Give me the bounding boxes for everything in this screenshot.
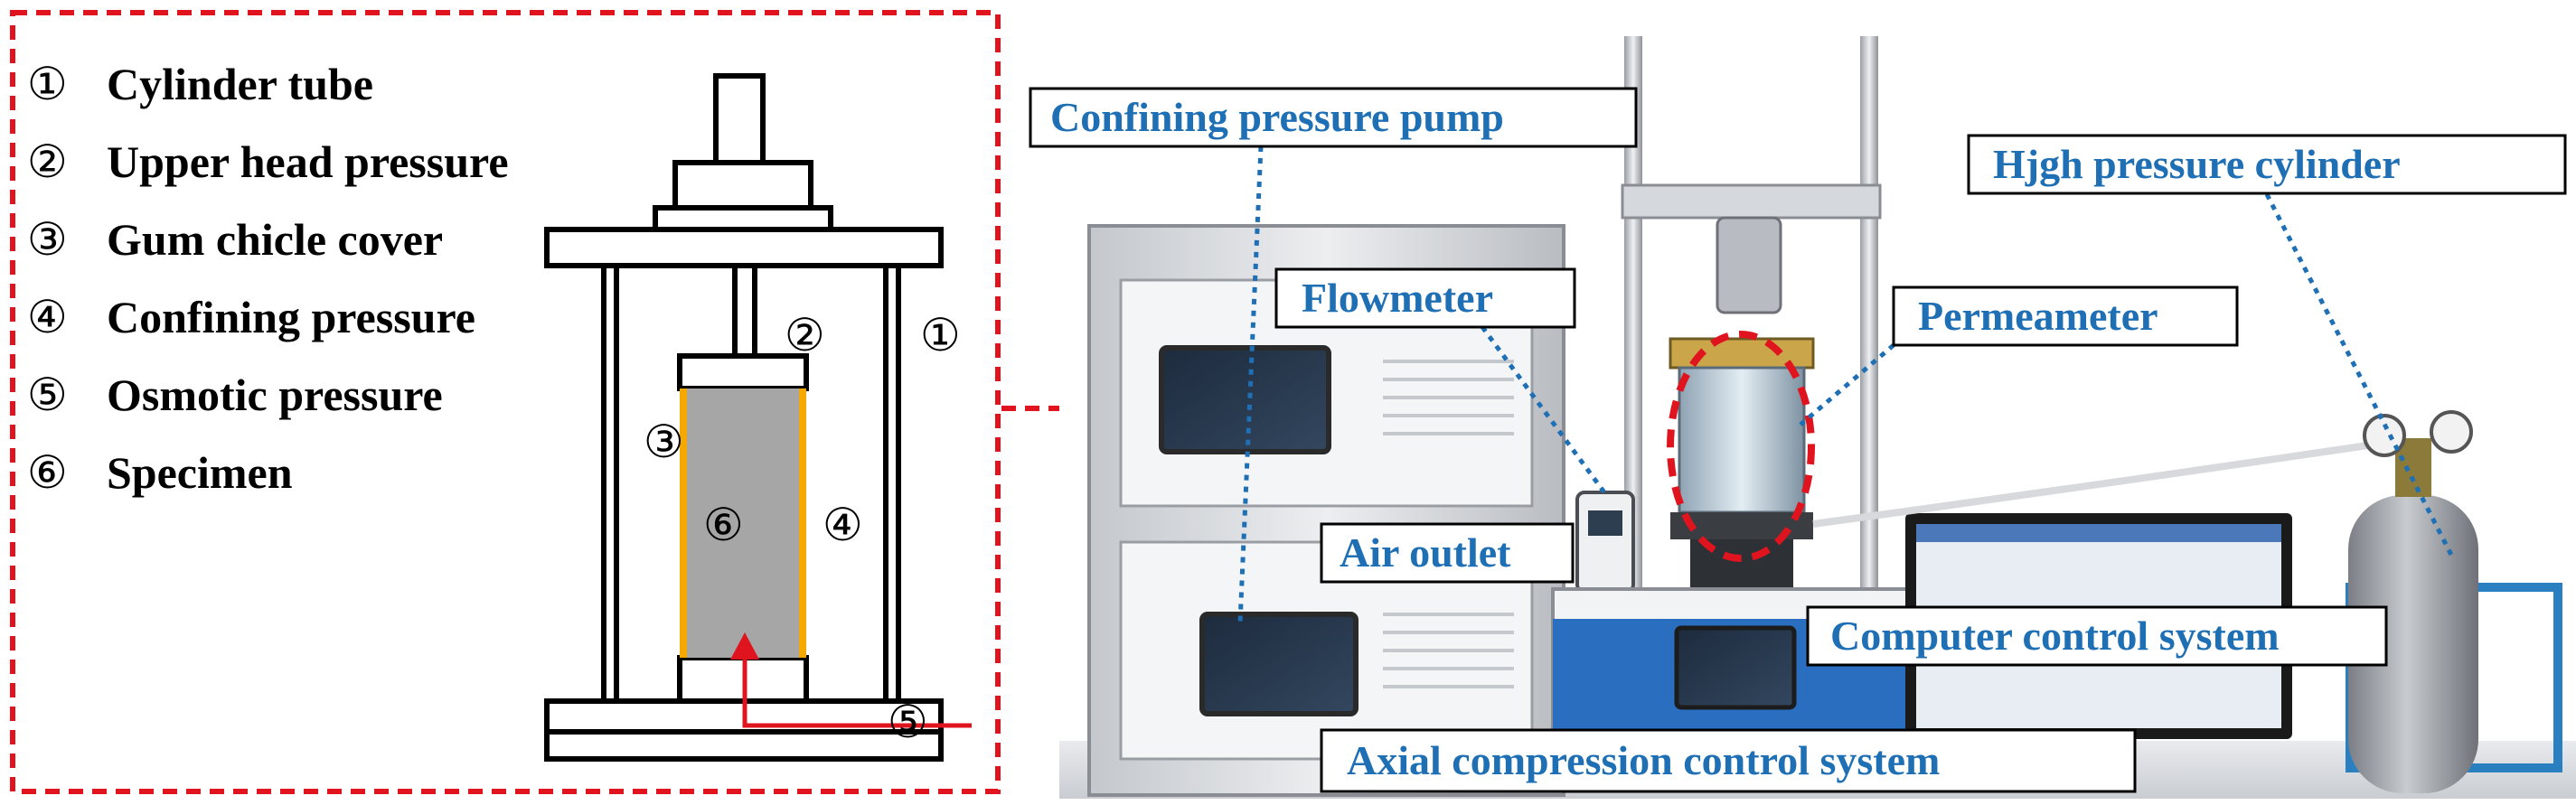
callout-confining-pump-text: Confining pressure pump bbox=[1050, 94, 1504, 140]
flowmeter-device bbox=[1575, 491, 1635, 594]
osmotic-flow-line bbox=[742, 658, 972, 728]
inner-stem bbox=[732, 263, 757, 359]
legend-label-2: Upper head pressure bbox=[107, 136, 509, 187]
gas-cylinder bbox=[2348, 495, 2478, 793]
upper-head bbox=[677, 353, 809, 391]
gum-cover-right bbox=[799, 388, 806, 658]
rod-upper-collar bbox=[672, 160, 813, 211]
leader-high-pressure bbox=[2264, 192, 2457, 562]
flowmeter-display bbox=[1588, 510, 1622, 536]
load-cell bbox=[1716, 216, 1782, 314]
legend-label-3: Gum chicle cover bbox=[107, 214, 443, 265]
pump-vents bbox=[1383, 360, 1514, 688]
callout-confining-pump: Confining pressure pump bbox=[1029, 87, 1638, 148]
legend-marker-1: ① bbox=[27, 58, 68, 110]
marker-specimen: ⑥ bbox=[703, 499, 744, 551]
callout-flowmeter: Flowmeter bbox=[1274, 267, 1576, 329]
gum-cover-left bbox=[680, 388, 687, 658]
frame-left-pillar bbox=[1624, 36, 1642, 596]
callout-computer-control: Computer control system bbox=[1806, 605, 2388, 667]
pump-lower-screen bbox=[1199, 612, 1359, 716]
cylinder-tube-left-wall bbox=[601, 263, 619, 704]
callout-computer-control-text: Computer control system bbox=[1830, 613, 2280, 659]
base-plate-lower bbox=[544, 729, 944, 762]
legend-marker-5: ⑤ bbox=[27, 369, 68, 421]
specimen bbox=[685, 388, 801, 658]
legend-label-4: Confining pressure bbox=[107, 292, 475, 342]
pump-upper-screen bbox=[1159, 345, 1331, 454]
legend: ① Cylinder tube ② Upper head pressure ③ … bbox=[27, 58, 509, 499]
leader-lines bbox=[1237, 145, 2457, 624]
permeameter-highlight-ellipse bbox=[1667, 331, 1815, 562]
callout-permeameter: Permeameter bbox=[1892, 285, 2239, 347]
leader-permeameter bbox=[1799, 343, 1895, 426]
top-plate bbox=[544, 227, 944, 268]
legend-label-6: Specimen bbox=[107, 447, 293, 498]
pressure-gauge-left bbox=[2363, 414, 2406, 457]
frame-crossbeam bbox=[1621, 183, 1882, 220]
legend-marker-3: ③ bbox=[27, 213, 68, 266]
frame-right-pillar bbox=[1860, 36, 1878, 596]
axial-console-screen bbox=[1674, 625, 1797, 710]
legend-label-5: Osmotic pressure bbox=[107, 370, 443, 420]
marker-osmotic: ⑤ bbox=[888, 696, 928, 748]
piston-rod bbox=[713, 73, 766, 165]
cylinder-tube-right-wall bbox=[883, 263, 901, 704]
callout-high-pressure-cylinder: Hjgh pressure cylinder bbox=[1967, 134, 2567, 195]
leader-pump bbox=[1237, 145, 1264, 624]
marker-confining: ④ bbox=[823, 499, 863, 551]
osmotic-arrow-head bbox=[730, 632, 759, 660]
permeameter-glass bbox=[1678, 366, 1806, 514]
callout-flowmeter-text: Flowmeter bbox=[1302, 275, 1493, 321]
callout-air-outlet-text: Air outlet bbox=[1340, 529, 1511, 576]
marker-cylinder-tube: ① bbox=[920, 309, 961, 361]
gas-hose bbox=[1812, 439, 2387, 528]
callout-axial-control-text: Axial compression control system bbox=[1347, 737, 1940, 783]
legend-label-1: Cylinder tube bbox=[107, 59, 373, 109]
marker-upper-head: ② bbox=[785, 309, 825, 361]
marker-gum-cover: ③ bbox=[644, 416, 684, 468]
schematic-dashed-frame bbox=[10, 10, 1001, 794]
callout-permeameter-text: Permeameter bbox=[1918, 293, 2158, 339]
callout-high-pressure-cylinder-text: Hjgh pressure cylinder bbox=[1993, 141, 2401, 187]
legend-marker-4: ④ bbox=[27, 291, 68, 343]
callout-air-outlet: Air outlet bbox=[1320, 522, 1575, 584]
monitor-screen-toolbar bbox=[1916, 524, 2281, 542]
pressure-gauge-right bbox=[2430, 410, 2473, 454]
legend-marker-2: ② bbox=[27, 136, 68, 188]
legend-marker-6: ⑥ bbox=[27, 446, 68, 499]
rod-lower-collar bbox=[653, 205, 833, 232]
callout-axial-control: Axial compression control system bbox=[1320, 728, 2137, 793]
